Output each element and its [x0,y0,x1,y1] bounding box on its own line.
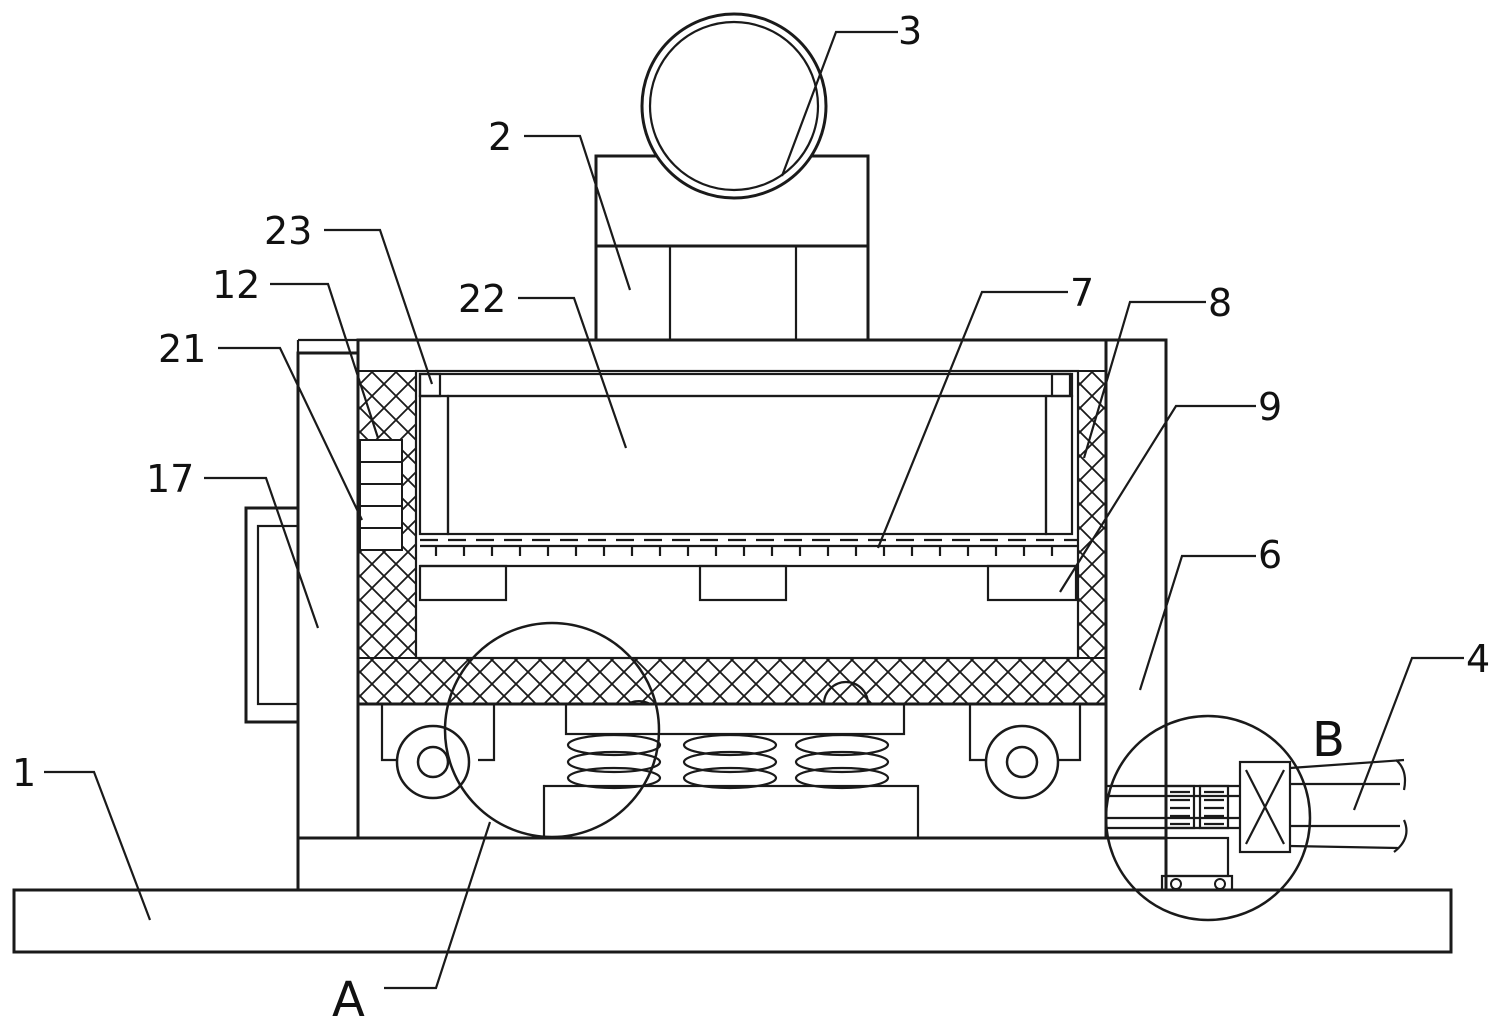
label-7: 7 [1070,271,1094,315]
label-23: 23 [264,209,312,253]
support-blocks [418,564,1078,602]
label-3: 3 [898,9,922,53]
top-rail [418,372,1072,398]
label-17: 17 [146,457,194,501]
drawer [418,394,450,536]
label-9: 9 [1258,385,1282,429]
label-22: 22 [458,277,506,321]
right-frame-post [1104,338,1168,840]
label-21: 21 [158,327,206,371]
perforated-plate [420,538,1078,568]
base-plate [12,888,1453,954]
bottom-frame [296,836,1168,892]
valve [1238,760,1292,854]
discharge-pipe [1106,758,1408,892]
leader-lines [44,30,1464,990]
label-A: A [332,972,365,1028]
heater-blocks [359,439,403,551]
housing [356,338,1108,706]
wheel-brackets [380,704,1082,800]
label-2: 2 [488,115,512,159]
label-B: B [1312,712,1345,768]
spring-damper [542,680,920,840]
label-12: 12 [212,263,260,307]
detail-circle-a [443,621,661,839]
motor-wheel [640,12,828,200]
detail-circle-b [1104,714,1312,922]
insulation-layer [357,370,1107,705]
control-box [244,506,300,724]
inner-chamber [414,369,1080,660]
label-6: 6 [1258,533,1282,577]
label-4: 4 [1466,637,1490,681]
label-1: 1 [12,751,36,795]
label-8: 8 [1208,281,1232,325]
